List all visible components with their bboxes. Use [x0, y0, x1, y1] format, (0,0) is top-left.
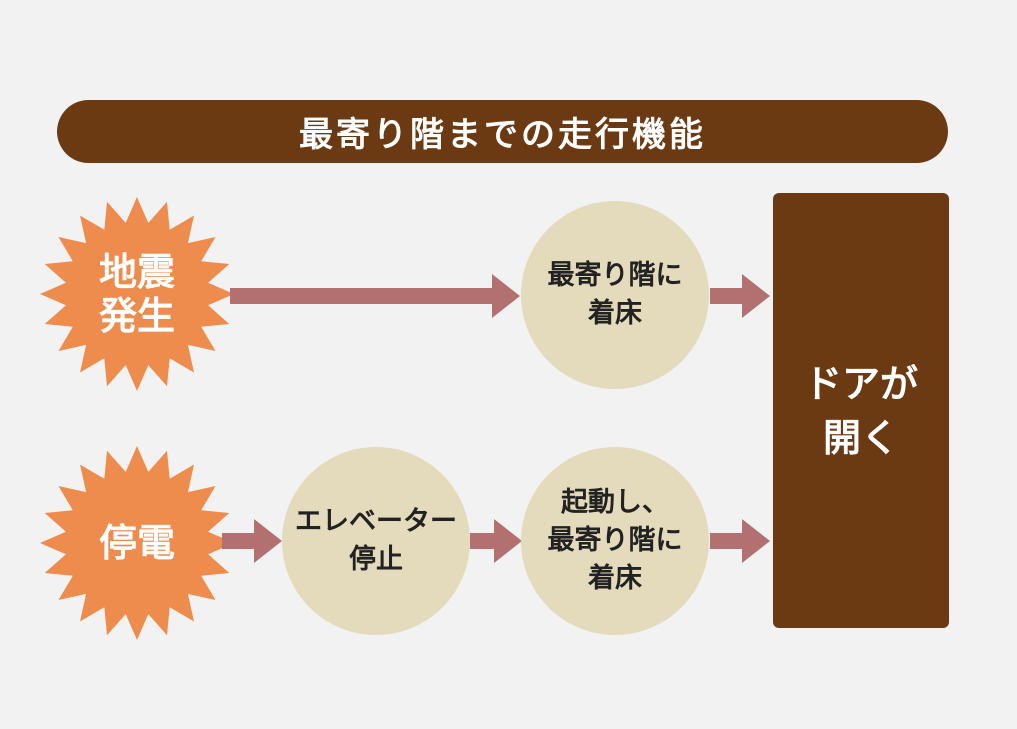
diagram-title: 最寄り階までの走行機能 [57, 100, 948, 163]
power-outage-label: 停電 [98, 521, 175, 565]
step-elevator-stop: エレベーター 停止 [282, 447, 470, 635]
earthquake-label: 地震 発生 [98, 250, 175, 338]
arrow-earthquake-to-floor [230, 274, 520, 318]
step-restart-and-stop: 起動し、 最寄り階に 着床 [521, 447, 709, 635]
arrow-restart-to-door [710, 519, 770, 563]
power-outage-starburst: 停電 [39, 445, 235, 641]
starburst-shape [40, 446, 234, 640]
arrow-outage-to-stop [222, 519, 282, 563]
starburst-shape [40, 197, 234, 391]
earthquake-starburst: 地震 発生 [39, 196, 235, 392]
step-stop-at-nearest-floor: 最寄り階に 着床 [521, 201, 709, 389]
arrow-floor-to-door [710, 274, 770, 318]
arrow-stop-to-restart [470, 519, 522, 563]
result-door-opens: ドアが 開く [773, 193, 949, 628]
